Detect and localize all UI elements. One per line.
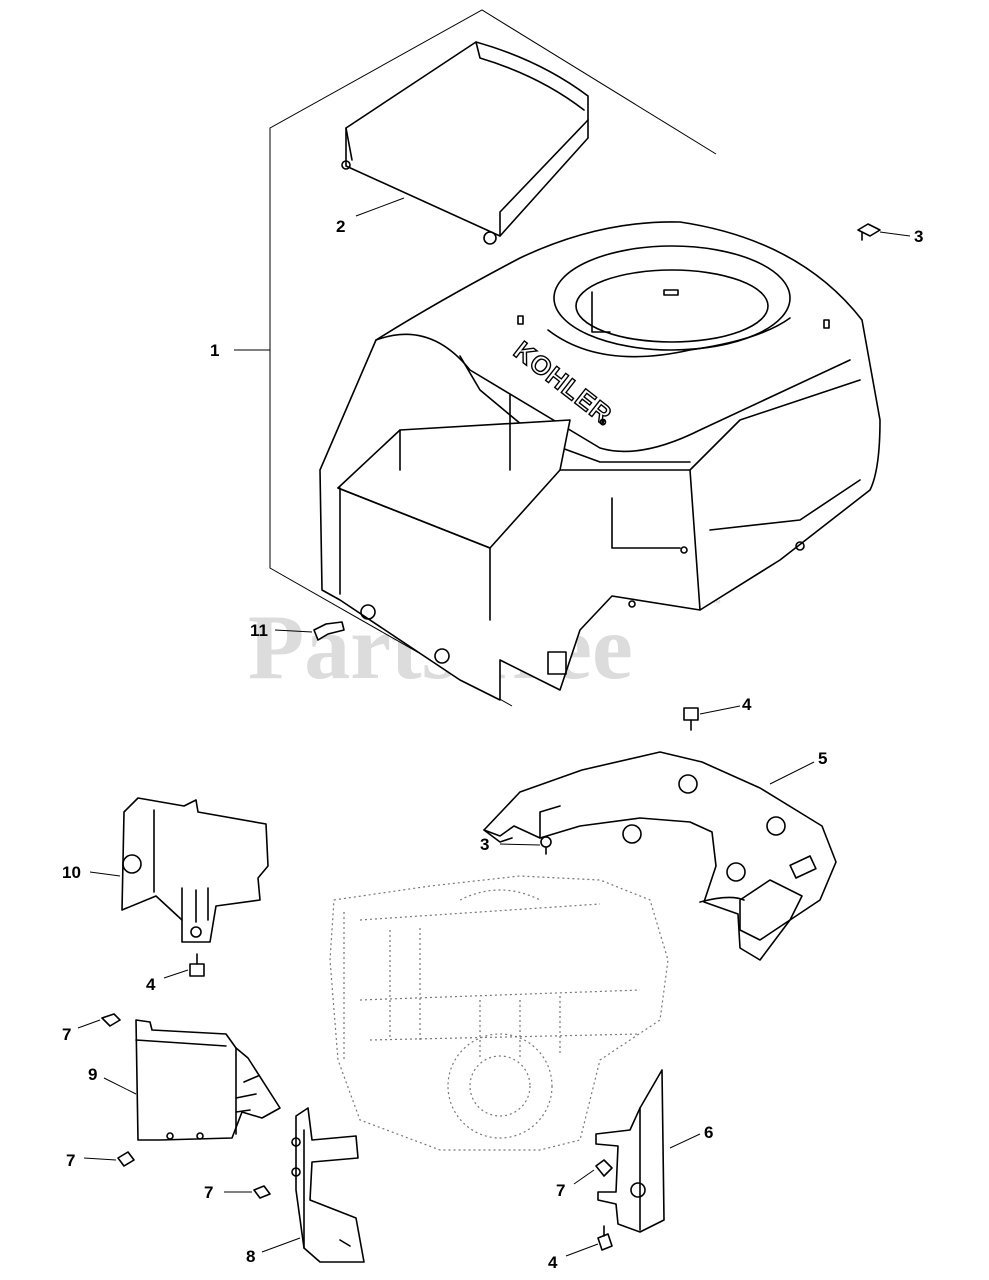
svg-text:®: ® bbox=[600, 418, 606, 427]
part-1-blower-housing: KOHLER ® bbox=[319, 221, 881, 701]
part-9-baffle bbox=[135, 1019, 281, 1141]
callout-4-left: 4 bbox=[146, 975, 156, 994]
bolt-4c bbox=[597, 1225, 613, 1251]
part-2-intake-cover bbox=[341, 41, 589, 245]
bolt-4b bbox=[189, 953, 205, 977]
bolt-3b bbox=[540, 836, 552, 855]
callout-7-right: 7 bbox=[556, 1181, 565, 1200]
part-10-baffle bbox=[121, 797, 269, 943]
callout-4-top: 4 bbox=[742, 695, 752, 714]
fasteners bbox=[101, 223, 881, 1251]
part-5-baffle bbox=[483, 751, 837, 961]
bolt-7a bbox=[101, 1013, 121, 1027]
callout-labels: 1 2 3 3 4 4 4 5 6 7 7 7 7 8 9 10 11 bbox=[62, 217, 923, 1272]
watermark-trademark: ™ bbox=[712, 598, 721, 608]
callout-5: 5 bbox=[818, 749, 827, 768]
part-8-bracket bbox=[291, 1107, 365, 1263]
callout-11: 11 bbox=[250, 621, 268, 640]
callout-4-bottom: 4 bbox=[548, 1253, 558, 1272]
callout-1: 1 bbox=[210, 341, 219, 360]
callout-10: 10 bbox=[62, 863, 81, 882]
bolt-11 bbox=[313, 621, 345, 641]
engine-outline bbox=[329, 875, 669, 1151]
callout-8: 8 bbox=[246, 1247, 255, 1266]
bolt-7d bbox=[595, 1159, 613, 1177]
callout-3-top: 3 bbox=[914, 227, 923, 246]
callout-7-center: 7 bbox=[204, 1183, 213, 1202]
bolt-4a bbox=[683, 707, 699, 731]
bolt-7b bbox=[117, 1151, 135, 1167]
part-6-baffle bbox=[595, 1069, 665, 1233]
leader-lines bbox=[77, 197, 911, 1257]
callout-3-middle: 3 bbox=[480, 835, 489, 854]
callout-7-upper-left: 7 bbox=[62, 1025, 71, 1044]
callout-6: 6 bbox=[704, 1123, 713, 1142]
callout-2: 2 bbox=[336, 217, 345, 236]
bolt-7c bbox=[253, 1185, 271, 1199]
callout-9: 9 bbox=[88, 1065, 97, 1084]
bolt-3a bbox=[857, 223, 881, 241]
assembly-bracket bbox=[269, 9, 717, 707]
callout-7-lower-left: 7 bbox=[66, 1151, 75, 1170]
